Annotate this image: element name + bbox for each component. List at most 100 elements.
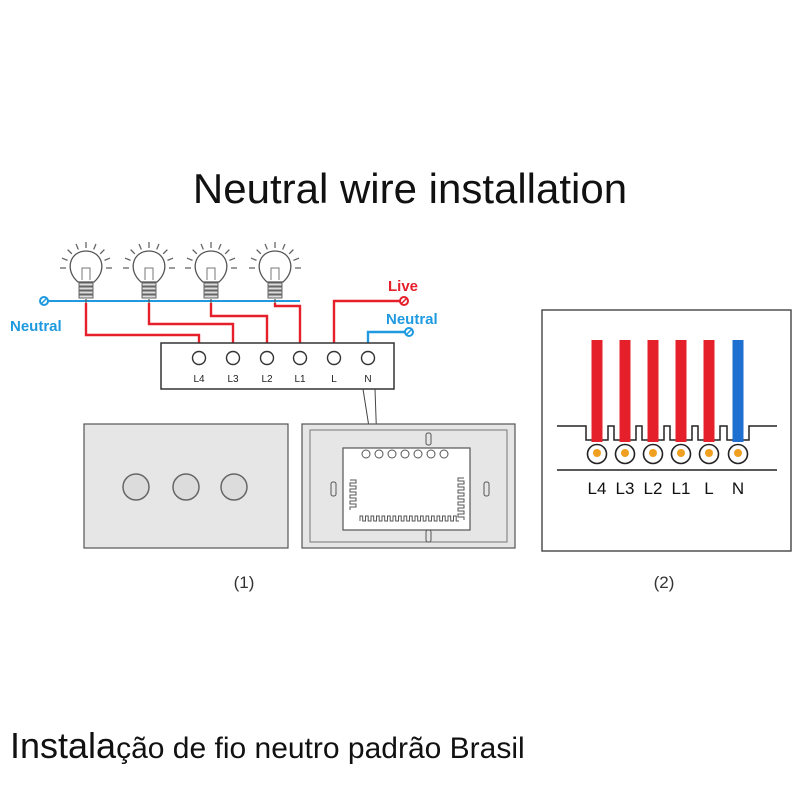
detail-terminal-label: L1 bbox=[672, 479, 691, 498]
terminal-l3: L3 bbox=[225, 350, 241, 385]
detail-terminal-n: N bbox=[727, 340, 749, 498]
bulb-ray bbox=[93, 243, 97, 250]
wire-end-connector-icon bbox=[404, 327, 414, 337]
bulb-base-ring bbox=[203, 282, 219, 287]
figure-2-label: (2) bbox=[654, 573, 675, 592]
bulb-glass bbox=[194, 250, 228, 283]
bulb-ray bbox=[282, 243, 286, 250]
module-pin bbox=[426, 449, 436, 459]
detail-terminal-l2: L2 bbox=[642, 340, 664, 498]
bulb-base-ring bbox=[141, 282, 157, 287]
detail-terminal-l: L bbox=[698, 340, 720, 498]
bulb-base-ring bbox=[267, 290, 283, 295]
module-vents bbox=[349, 477, 465, 522]
bulb-ray bbox=[99, 249, 105, 255]
detail-wire-core bbox=[677, 449, 685, 457]
bulb-filament bbox=[81, 267, 91, 280]
live-label: Live bbox=[388, 278, 418, 295]
detail-wire-core bbox=[734, 449, 742, 457]
terminal-n: N bbox=[360, 350, 376, 385]
bulb-ray bbox=[200, 243, 204, 250]
bulb-ray bbox=[75, 243, 79, 250]
detail-wire-core bbox=[705, 449, 713, 457]
mount-slot-left bbox=[330, 481, 337, 497]
terminal-l4: L4 bbox=[191, 350, 207, 385]
touch-button-icon bbox=[122, 473, 150, 501]
module-pin bbox=[413, 449, 423, 459]
module-pin bbox=[361, 449, 371, 459]
bulb-base-ring bbox=[203, 294, 219, 299]
mount-slot-top bbox=[425, 432, 432, 446]
detail-terminal-label: L bbox=[704, 479, 713, 498]
detail-wire bbox=[591, 340, 603, 442]
terminal-l1: L1 bbox=[292, 350, 308, 385]
detail-wire bbox=[732, 340, 744, 442]
bulb-ray bbox=[124, 257, 131, 261]
bulb-base-ring bbox=[141, 290, 157, 295]
terminal-label: L bbox=[331, 374, 337, 385]
detail-wire bbox=[675, 340, 687, 442]
detail-wire bbox=[703, 340, 715, 442]
detail-terminal-l3: L3 bbox=[614, 340, 636, 498]
bulb-ray bbox=[162, 249, 168, 255]
terminal-block bbox=[160, 342, 395, 390]
detail-terminal-label: N bbox=[732, 479, 744, 498]
bulb-filament bbox=[206, 267, 216, 280]
terminal-label: L4 bbox=[193, 374, 205, 385]
terminal-label: L1 bbox=[294, 374, 306, 385]
mount-slot-bottom bbox=[425, 529, 432, 543]
bulb-base-ring bbox=[203, 286, 219, 291]
page-title: Neutral wire installation bbox=[193, 165, 627, 212]
bulb-ray bbox=[138, 243, 142, 250]
module-pin bbox=[387, 449, 397, 459]
terminal-screw-icon bbox=[326, 350, 342, 366]
bulb-ray bbox=[130, 249, 136, 255]
bulb-ray bbox=[156, 243, 160, 250]
bulb-ray bbox=[229, 257, 236, 261]
detail-housing-profile bbox=[557, 425, 777, 441]
detail-terminal-l4: L4 bbox=[586, 340, 608, 498]
detail-terminal-label: L2 bbox=[644, 479, 663, 498]
bulb-base-ring bbox=[203, 290, 219, 295]
neutral-label-right: Neutral bbox=[386, 311, 438, 328]
vent-left bbox=[349, 479, 357, 510]
bulb-base-ring bbox=[267, 282, 283, 287]
terminal-label: N bbox=[364, 374, 371, 385]
bulb-ray bbox=[67, 249, 73, 255]
detail-terminal-label: L3 bbox=[616, 479, 635, 498]
bulb-base-ring bbox=[141, 294, 157, 299]
caption: Instalação de fio neutro padrão Brasil bbox=[10, 725, 525, 766]
switch-back-panel bbox=[301, 423, 516, 549]
wire-live bbox=[332, 299, 400, 350]
detail-wire bbox=[619, 340, 631, 442]
light-bulb-icon bbox=[185, 242, 237, 303]
bulb-ray bbox=[192, 249, 198, 255]
mount-slot-right bbox=[483, 481, 490, 497]
terminal-screw-icon bbox=[360, 350, 376, 366]
bulb-base-ring bbox=[141, 286, 157, 291]
detail-wire-core bbox=[649, 449, 657, 457]
bulb-ray bbox=[224, 249, 230, 255]
detail-wire bbox=[647, 340, 659, 442]
terminal-screw-icon bbox=[259, 350, 275, 366]
terminal-l2: L2 bbox=[259, 350, 275, 385]
load-wires bbox=[84, 299, 400, 350]
bulb-base-ring bbox=[78, 282, 94, 287]
terminal-screw-icon bbox=[292, 350, 308, 366]
vent-right bbox=[457, 477, 465, 520]
switch-front-panel bbox=[83, 423, 289, 549]
bulbs-group bbox=[60, 242, 301, 303]
bulb-ray bbox=[264, 243, 268, 250]
figure-1-label: (1) bbox=[234, 573, 255, 592]
module-pin bbox=[400, 449, 410, 459]
bulb-ray bbox=[218, 243, 222, 250]
bulb-base-ring bbox=[267, 294, 283, 299]
bulb-glass bbox=[258, 250, 292, 283]
bulb-base-ring bbox=[78, 294, 94, 299]
bulb-filament bbox=[144, 267, 154, 280]
touch-button-icon bbox=[220, 473, 248, 501]
